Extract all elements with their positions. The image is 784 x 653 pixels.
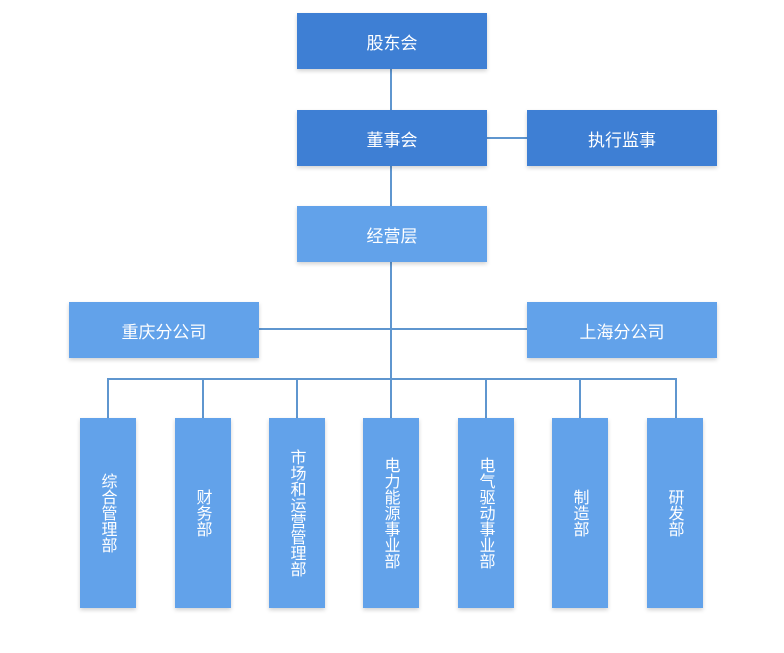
shareholders-label: 股东会 <box>366 33 418 54</box>
supervisor-box: 执行监事 <box>527 110 717 166</box>
chongqing-branch-label: 重庆分公司 <box>121 322 207 343</box>
department-label-finance: 财务部 <box>193 489 213 537</box>
department-box-electric-drive: 电气驱动事业部 <box>458 418 514 608</box>
management-label: 经营层 <box>366 226 418 247</box>
supervisor-label: 执行监事 <box>588 130 656 151</box>
department-box-finance: 财务部 <box>175 418 231 608</box>
department-label-power-energy: 电力能源事业部 <box>381 457 401 569</box>
chongqing-branch-box: 重庆分公司 <box>69 302 259 358</box>
connector-departments-bar <box>107 378 677 380</box>
connector-management-trunk <box>390 261 392 379</box>
shanghai-branch-box: 上海分公司 <box>527 302 717 358</box>
department-label-electric-drive: 电气驱动事业部 <box>476 457 496 569</box>
department-box-admin: 综合管理部 <box>80 418 136 608</box>
connector-dept-2 <box>202 378 204 419</box>
department-box-manufacturing: 制造部 <box>552 418 608 608</box>
management-box: 经营层 <box>297 206 487 262</box>
department-label-admin: 综合管理部 <box>98 473 118 553</box>
shareholders-box: 股东会 <box>297 13 487 69</box>
connector-dept-1 <box>107 378 109 419</box>
connector-dept-7 <box>675 378 677 419</box>
department-box-marketing: 市场和运营管理部 <box>269 418 325 608</box>
shanghai-branch-label: 上海分公司 <box>579 322 665 343</box>
department-box-rnd: 研发部 <box>647 418 703 608</box>
department-box-power-energy: 电力能源事业部 <box>363 418 419 608</box>
connector-board-supervisor <box>486 137 528 139</box>
connector-board-management <box>390 165 392 207</box>
board-label: 董事会 <box>366 130 418 151</box>
connector-dept-3 <box>296 378 298 419</box>
connector-dept-4 <box>390 378 392 419</box>
board-box: 董事会 <box>297 110 487 166</box>
department-label-rnd: 研发部 <box>665 489 685 537</box>
connector-shareholders-board <box>390 68 392 111</box>
connector-dept-5 <box>485 378 487 419</box>
department-label-manufacturing: 制造部 <box>570 489 590 537</box>
connector-dept-6 <box>579 378 581 419</box>
connector-branches <box>258 328 528 330</box>
department-label-marketing: 市场和运营管理部 <box>287 449 307 577</box>
